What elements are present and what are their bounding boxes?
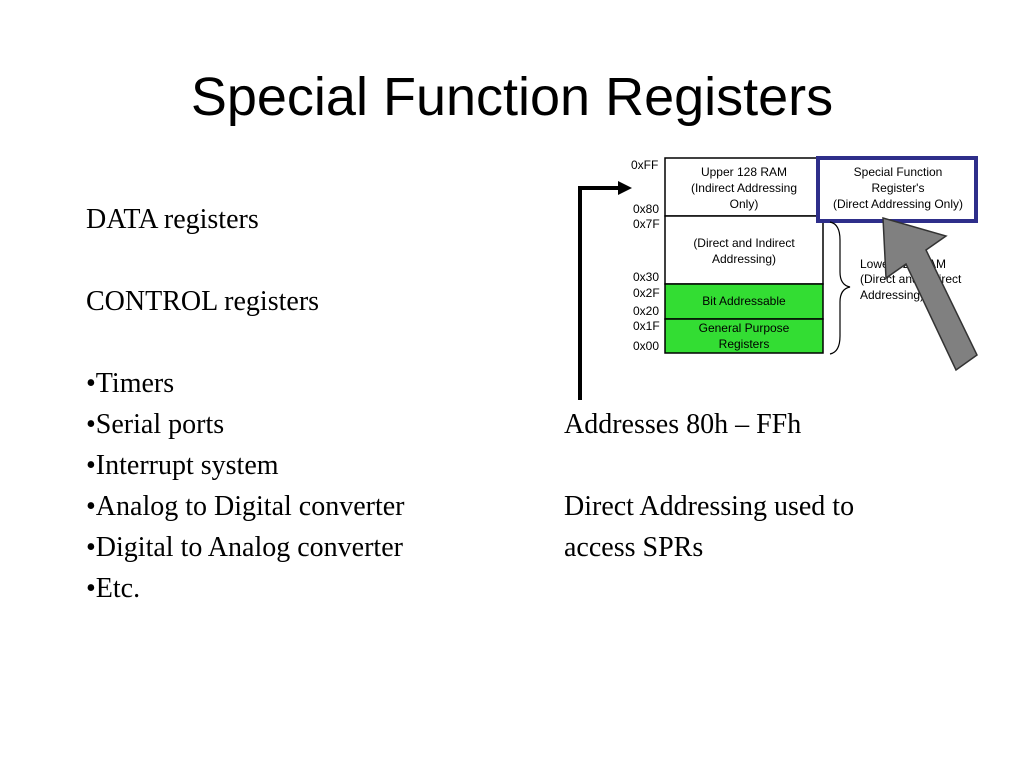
- addr-0x00: 0x00: [633, 339, 659, 353]
- upper-ram-block: [664, 157, 824, 217]
- addr-0x1F: 0x1F: [633, 319, 660, 333]
- bit-addressable-block: [664, 283, 824, 320]
- direct-indirect-label-1: (Direct and Indirect: [693, 236, 795, 250]
- general-purpose-label-2: Registers: [719, 337, 770, 351]
- right-text-block: Addresses 80h – FFh Direct Addressing us…: [564, 404, 1004, 568]
- data-registers-text: DATA registers: [86, 204, 259, 235]
- general-purpose-label-1: General Purpose: [699, 321, 790, 335]
- general-purpose-block: [664, 318, 824, 354]
- bullet-interrupt-system: •Interrupt system: [86, 450, 279, 481]
- addr-0x80: 0x80: [633, 202, 659, 216]
- slide-title: Special Function Registers: [190, 67, 834, 127]
- bullet-serial-ports: •Serial ports: [86, 409, 225, 440]
- pointer-arrowhead: [618, 181, 632, 195]
- bullet-etc: •Etc.: [86, 573, 141, 604]
- addr-0x7F: 0x7F: [633, 217, 660, 231]
- sfr-label-3: (Direct Addressing Only): [833, 197, 963, 211]
- sfr-label-2: Register's: [872, 181, 925, 195]
- upper-ram-label-2: (Indirect Addressing: [691, 181, 797, 195]
- direct-indirect-block: [664, 215, 824, 285]
- direct-addressing-line1: Direct Addressing used to: [564, 491, 855, 522]
- lower-ram-label-3: Addressing): [860, 288, 924, 302]
- direct-addressing-line2: access SPRs: [564, 532, 704, 563]
- bullet-adc: •Analog to Digital converter: [86, 491, 405, 522]
- bullet-dac: •Digital to Analog converter: [86, 532, 403, 563]
- control-registers-text: CONTROL registers: [86, 286, 320, 317]
- sfr-block: [816, 156, 978, 223]
- bit-addressable-label: Bit Addressable: [702, 294, 786, 308]
- addr-0xFF: 0xFF: [631, 158, 658, 172]
- address-range-text: Addresses 80h – FFh: [564, 409, 802, 440]
- addr-0x2F: 0x2F: [633, 286, 660, 300]
- sfr-label-1: Special Function: [854, 165, 943, 179]
- left-text-block: DATA registers CONTROL registers •Timers…: [86, 199, 526, 609]
- addr-0x20: 0x20: [633, 304, 659, 318]
- lower-ram-brace: [829, 221, 851, 355]
- addr-0x30: 0x30: [633, 270, 659, 284]
- upper-ram-label-1: Upper 128 RAM: [701, 165, 787, 179]
- upper-ram-label-3: Only): [730, 197, 759, 211]
- highlight-arrow: [882, 216, 978, 372]
- pointer-line: [578, 186, 620, 400]
- direct-indirect-label-2: Addressing): [712, 252, 776, 266]
- bullet-timers: •Timers: [86, 368, 175, 399]
